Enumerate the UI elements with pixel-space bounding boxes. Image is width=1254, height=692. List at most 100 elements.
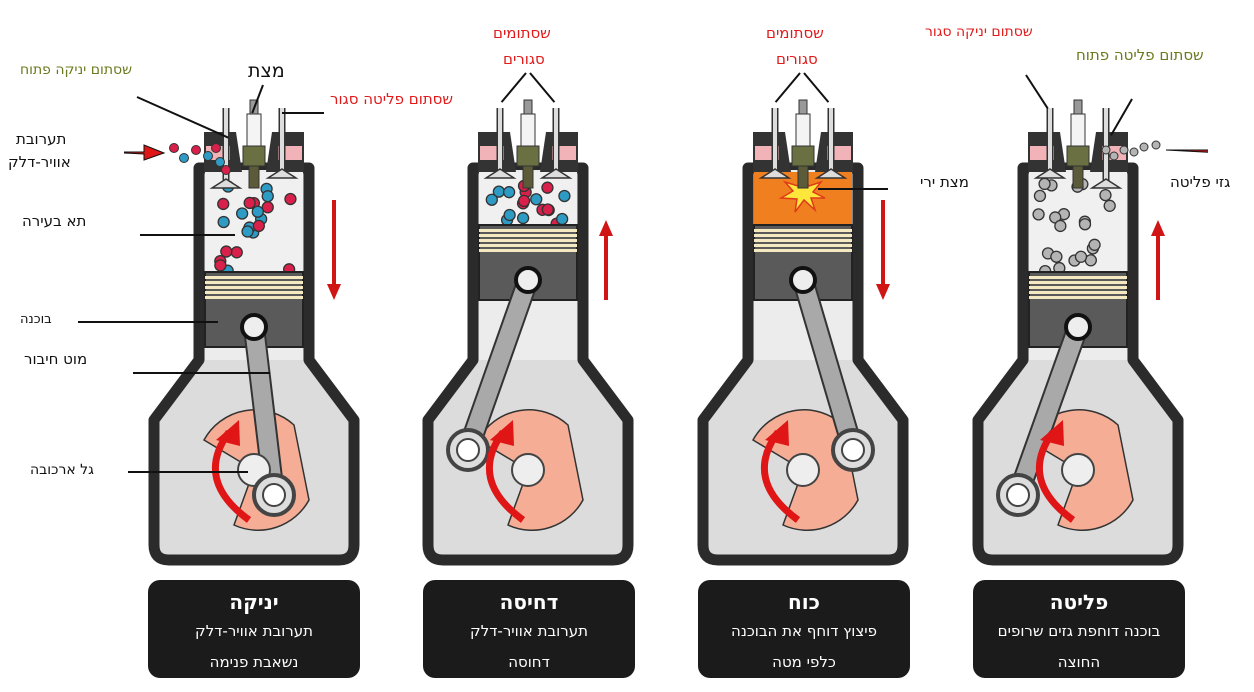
exhaust-valve-head (265, 168, 299, 179)
spark-plug-thread (1072, 165, 1084, 189)
spark-plug-thread (248, 165, 260, 189)
stroke-title: פליטה (1049, 590, 1109, 614)
particle (217, 197, 230, 211)
piston-ring (479, 249, 577, 252)
arrow-down-icon (327, 284, 341, 300)
label-mixture-line1: תערובת (16, 130, 67, 148)
spark-plug-terminal (798, 99, 808, 115)
piston-ring (1029, 296, 1127, 299)
label-connecting-rod: מוט חיבור (24, 350, 88, 368)
rotation-arrow-head (1040, 420, 1064, 446)
particle (485, 193, 498, 206)
piston (478, 224, 578, 301)
particle (1088, 238, 1101, 251)
leader-chamber (140, 234, 235, 236)
connecting-rod (459, 271, 537, 459)
particle (530, 193, 543, 206)
crank-pin-inner (456, 438, 480, 462)
explosion-icon (778, 176, 826, 213)
piston-ring (479, 229, 577, 232)
spark-plug-thread (522, 165, 534, 189)
crank-pin-inner (262, 483, 286, 507)
spark-plug-hex (516, 145, 540, 167)
particle (1109, 151, 1119, 161)
particle (179, 153, 189, 163)
intake-valve-head (758, 168, 792, 179)
particle (1050, 250, 1063, 263)
stroke-desc-line2: החוצה (1057, 653, 1101, 671)
piston-ring (1029, 281, 1127, 284)
piston-ring (754, 239, 852, 242)
crankshaft-center (786, 453, 820, 487)
exhaust-valve-head (539, 168, 573, 179)
engine-power-stroke (697, 99, 909, 566)
label-exhaust-valve-open: שסתום פליטה פתוח (1076, 46, 1204, 64)
piston-pin (1064, 313, 1092, 341)
particle (1103, 199, 1116, 212)
particle (558, 189, 571, 203)
rotation-arrow-head (216, 420, 240, 446)
spark-plug-terminal (523, 99, 533, 115)
label-crankshaft: גל ארכובה (30, 462, 94, 478)
piston-ring (479, 239, 577, 242)
arrow-down-icon (876, 284, 890, 300)
spark-plug-insulator (1070, 113, 1086, 147)
particle (1099, 188, 1112, 202)
connecting-rod (1009, 318, 1087, 504)
particle (1119, 145, 1129, 155)
particle (221, 165, 231, 175)
particle (235, 207, 249, 220)
particle (1033, 189, 1047, 203)
particle (1038, 177, 1051, 191)
leader-exhaust-valve (282, 112, 324, 114)
particle (191, 145, 201, 155)
piston-ring (754, 244, 852, 247)
piston-ring (1029, 291, 1127, 294)
piston-ring (754, 234, 852, 237)
particle (1078, 218, 1092, 231)
arrow-up-icon (599, 220, 613, 236)
intake-valve-head (209, 178, 243, 189)
particle (1074, 250, 1088, 263)
label-spark-plug: מצת (248, 60, 285, 82)
label-valves-closed-1a: שסתומים (493, 24, 551, 42)
exhaust-valve-head (1089, 178, 1123, 189)
exhaust-valve-head (814, 168, 848, 179)
piston-ring (205, 291, 303, 294)
spark-plug-insulator (246, 113, 262, 147)
label-valves-closed-1b: סגורים (503, 50, 545, 68)
stroke-title: כוח (788, 590, 820, 614)
particle (261, 190, 274, 203)
label-intake-valve-closed: שסתום יניקה סגור (925, 24, 1033, 40)
arrow-up-icon (1151, 220, 1165, 236)
particle (1151, 140, 1161, 150)
leader-rod (133, 372, 270, 374)
engine-intake-stroke (124, 99, 360, 566)
leader-spark-fired (818, 188, 888, 190)
particle (1129, 147, 1139, 157)
stroke-box-power: כוח פיצוץ דוחף את הבוכנה כלפי מטה (698, 580, 910, 678)
spark-plug-hex (242, 145, 266, 167)
label-valves-closed-2a: שסתומים (766, 24, 824, 42)
rotation-arrow (760, 429, 801, 523)
piston-ring (754, 249, 852, 252)
spark-plug-hex (1066, 145, 1090, 167)
crankshaft-center (511, 453, 545, 487)
particle (241, 225, 254, 238)
leader-crank (128, 471, 248, 473)
particle (214, 259, 227, 272)
stroke-desc-line2: דחוסה (508, 653, 550, 671)
particle (516, 211, 530, 225)
piston-pin (240, 313, 268, 341)
particle (217, 215, 230, 229)
engine-exhaust-stroke (972, 99, 1208, 566)
stroke-title: דחיסה (499, 590, 559, 614)
particle (215, 157, 225, 167)
particle (252, 219, 265, 233)
spark-plug-insulator (795, 113, 811, 147)
connecting-rod (794, 271, 862, 459)
piston-ring (205, 286, 303, 289)
engine-compression-stroke (422, 99, 634, 566)
label-piston: בוכנה (20, 312, 52, 327)
rotation-arrow (485, 429, 526, 523)
